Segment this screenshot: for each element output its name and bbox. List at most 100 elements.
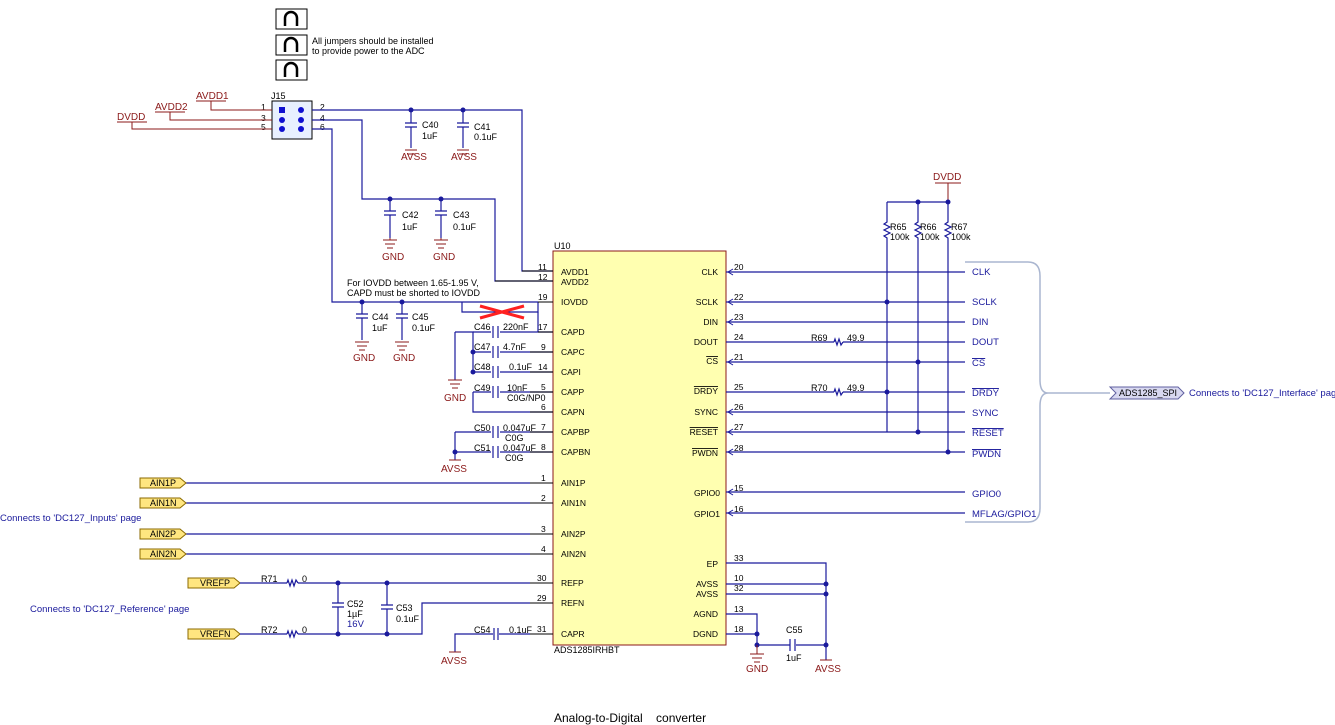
r66-ref: R66 xyxy=(920,222,937,232)
gnd-c42: GND xyxy=(382,252,404,263)
c55-ref: C55 xyxy=(786,625,803,635)
pin-dgnd-num: 18 xyxy=(734,624,744,634)
pin-cs-num: 21 xyxy=(734,352,744,362)
pin-capd-num: 17 xyxy=(538,322,548,332)
avss-c40: AVSS xyxy=(401,152,427,163)
c44-ref: C44 xyxy=(372,312,389,322)
r71-val: 0 xyxy=(302,574,307,584)
pin-refn-num: 29 xyxy=(537,593,547,603)
port-vrefp[interactable] xyxy=(187,577,241,589)
analog-input-wires xyxy=(186,482,530,555)
pin-capbp-num: 7 xyxy=(541,422,546,432)
pin-gpio0-num: 15 xyxy=(734,483,744,493)
c47-val: 4.7nF xyxy=(503,342,527,352)
iovdd-note-line1: For IOVDD between 1.65-1.95 V, xyxy=(347,278,479,288)
port-ain1n-label: AIN1N xyxy=(150,498,177,508)
c51-ref: C51 xyxy=(474,443,491,453)
r72-ref: R72 xyxy=(261,625,278,635)
c42-val: 1uF xyxy=(402,222,418,232)
c46-val: 220nF xyxy=(503,322,529,332)
pin-iovdd: IOVDD xyxy=(561,297,588,307)
c48-ref: C48 xyxy=(474,362,491,372)
c50-ref: C50 xyxy=(474,423,491,433)
c49-ref: C49 xyxy=(474,383,491,393)
port-ain2p-label: AIN2P xyxy=(150,529,176,539)
pin-ain1n-num: 2 xyxy=(541,493,546,503)
pin-agnd-num: 13 xyxy=(734,604,744,614)
iovdd-note-line2: CAPD must be shorted to IOVDD xyxy=(347,288,481,298)
port-ain1n[interactable] xyxy=(139,497,187,509)
pin-cs: CS xyxy=(706,356,718,366)
port-ain2n-label: AIN2N xyxy=(150,549,177,559)
c45-ref: C45 xyxy=(412,312,429,322)
resistor-r70 xyxy=(833,387,844,397)
c49-val: 10nF xyxy=(507,383,528,393)
resistor-r65 xyxy=(882,202,892,432)
pin-sync: SYNC xyxy=(694,407,718,417)
pin-avdd2-num: 12 xyxy=(538,272,548,282)
cap-c54 xyxy=(493,628,499,640)
cap-c42 xyxy=(383,199,397,249)
pin-gpio0: GPIO0 xyxy=(694,488,720,498)
port-ain1p[interactable] xyxy=(139,477,187,489)
cap-c45 xyxy=(395,302,409,351)
r72-val: 0 xyxy=(302,625,307,635)
pin-capp-num: 5 xyxy=(541,382,546,392)
pin-iovdd-num: 19 xyxy=(538,292,548,302)
net-sync: SYNC xyxy=(972,408,999,419)
c42-ref: C42 xyxy=(402,210,419,220)
gnd-c43: GND xyxy=(433,252,455,263)
j15-pin6-num: 6 xyxy=(320,122,325,132)
pin-capr-num: 31 xyxy=(537,624,547,634)
u10-ref: U10 xyxy=(554,241,571,251)
digital-net-wires xyxy=(726,271,965,514)
net-dout: DOUT xyxy=(972,337,999,348)
jumper-note-line2: to provide power to the ADC xyxy=(312,46,425,56)
pin-sync-num: 26 xyxy=(734,402,744,412)
cap-c43 xyxy=(434,199,448,249)
pin-avdd1: AVDD1 xyxy=(561,267,589,277)
pin-gpio1-num: 16 xyxy=(734,504,744,514)
pin-arrows xyxy=(727,268,734,517)
pin-capc: CAPC xyxy=(561,347,585,357)
j15-pin2-num: 2 xyxy=(320,102,325,112)
pin-drdy-num: 25 xyxy=(734,382,744,392)
u10-body[interactable] xyxy=(552,250,727,646)
dvdd-left-label: DVDD xyxy=(117,112,145,123)
c43-ref: C43 xyxy=(453,210,470,220)
c52-ref: C52 xyxy=(347,599,364,609)
avss-capr: AVSS xyxy=(441,656,467,667)
c41-val: 0.1uF xyxy=(474,132,498,142)
pin-ain1p: AIN1P xyxy=(561,478,586,488)
dvdd-top-label: DVDD xyxy=(933,172,961,183)
j15-header xyxy=(271,100,313,140)
r67-ref: R67 xyxy=(951,222,968,232)
port-vrefn[interactable] xyxy=(187,628,241,640)
gnd-caps: GND xyxy=(444,393,466,404)
avss-bottom: AVSS xyxy=(815,664,841,675)
jumper-note-line1: All jumpers should be installed xyxy=(312,36,434,46)
c45-val: 0.1uF xyxy=(412,323,436,333)
spi-port[interactable] xyxy=(1108,386,1185,400)
pin-clk-num: 20 xyxy=(734,262,744,272)
cap-c41 xyxy=(457,110,469,155)
port-ain2n[interactable] xyxy=(139,548,187,560)
pin-capbn: CAPBN xyxy=(561,447,590,457)
port-vrefn-label: VREFN xyxy=(200,629,231,639)
pin-refp-num: 30 xyxy=(537,573,547,583)
pin-dout: DOUT xyxy=(694,337,718,347)
c41-ref: C41 xyxy=(474,122,491,132)
resistor-r72 xyxy=(286,629,299,639)
cap-c44 xyxy=(355,302,369,351)
port-vrefp-label: VREFP xyxy=(200,578,230,588)
net-sclk: SCLK xyxy=(972,297,997,308)
pin-ep: EP xyxy=(707,559,719,569)
c53-val: 0.1uF xyxy=(396,614,420,624)
c49-dielectric: C0G/NP0 xyxy=(507,393,546,403)
pin-refn: REFN xyxy=(561,598,584,608)
port-ain2p[interactable] xyxy=(139,528,187,540)
pin-capp: CAPP xyxy=(561,387,584,397)
pin-capd: CAPD xyxy=(561,327,585,337)
pin-ain1n: AIN1N xyxy=(561,498,586,508)
avdd1-label: AVDD1 xyxy=(196,91,229,102)
